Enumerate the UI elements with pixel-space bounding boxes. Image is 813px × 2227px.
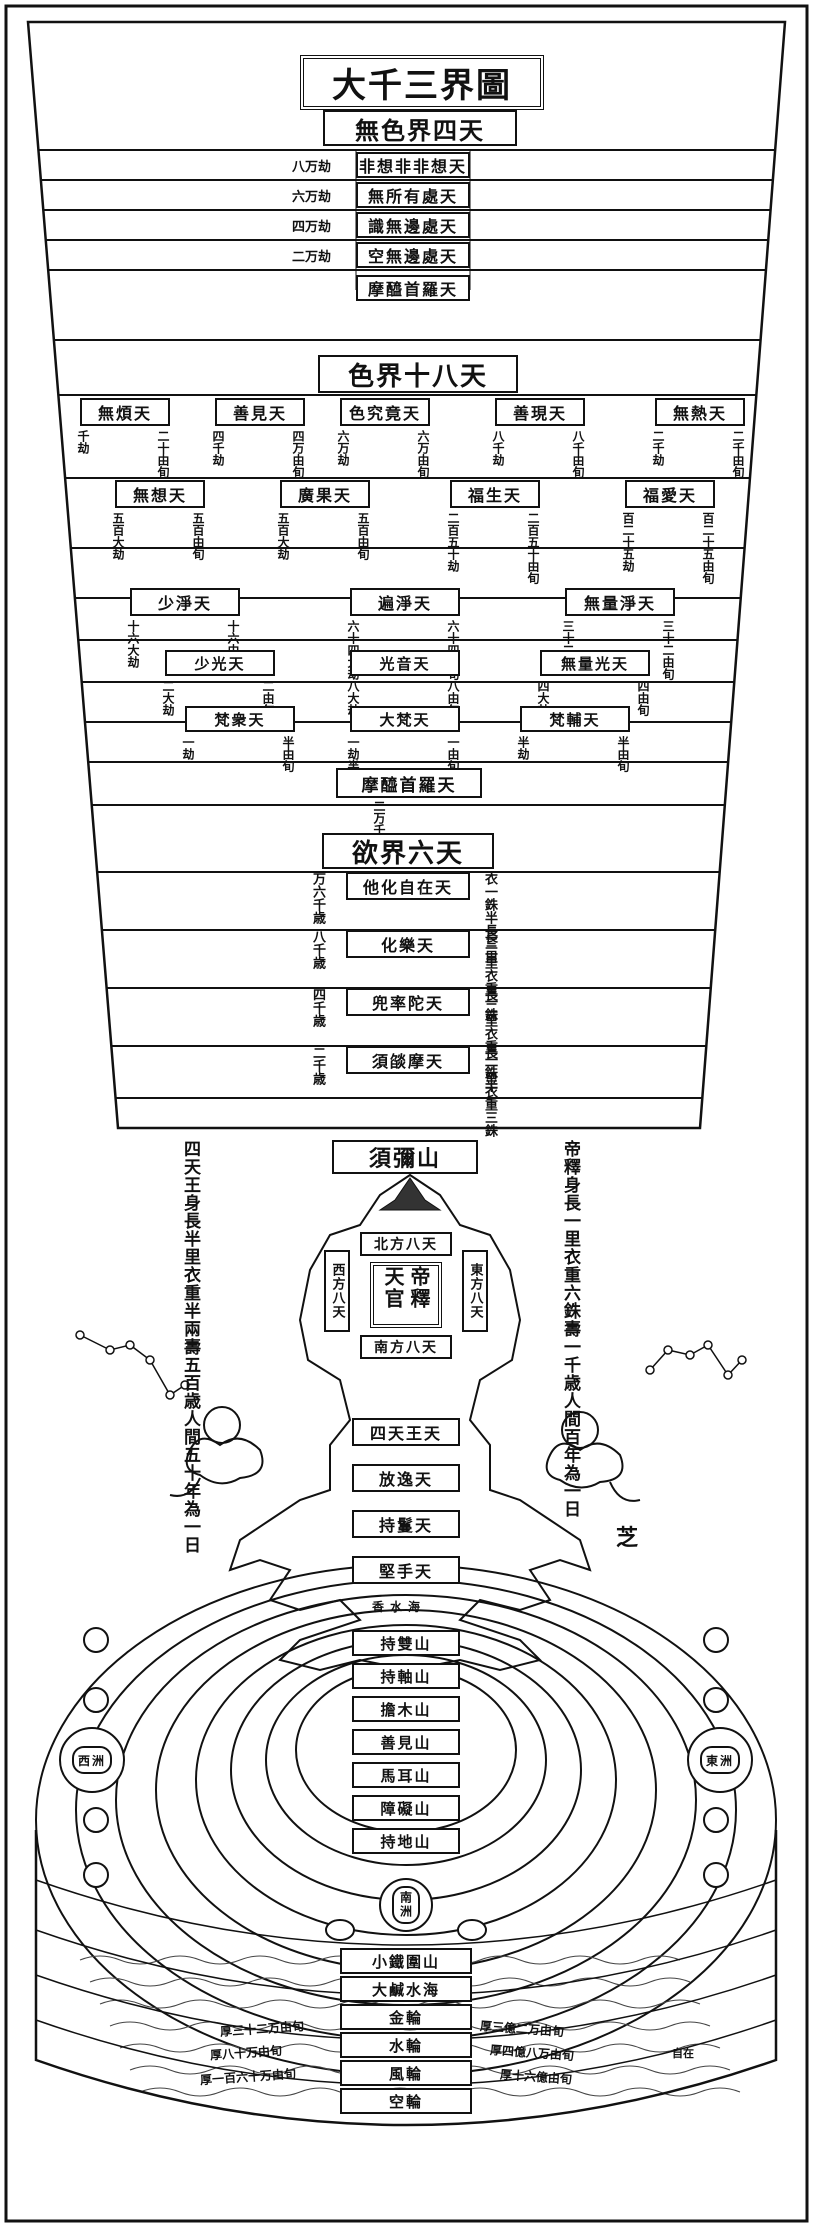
form-heaven-row5: 梵衆天 — [185, 706, 295, 732]
form-note-right-row2: 百二十五由旬 — [701, 512, 714, 572]
small-signature: 自在 — [672, 2045, 694, 2061]
golden-mountain: 持地山 — [352, 1828, 460, 1854]
continent-west: 西洲 — [72, 1746, 112, 1774]
form-heaven-row1: 善現天 — [495, 398, 585, 426]
form-note-right-row5: 半由旬 — [281, 736, 294, 796]
form-note-right-row3: 三十二由旬 — [661, 620, 674, 680]
formless-lifespan: 二万劫 — [292, 246, 331, 265]
golden-mountain: 障礙山 — [352, 1795, 460, 1821]
form-note-left-row3: 十六大劫 — [126, 620, 139, 680]
formless-lifespan: 六万劫 — [292, 186, 331, 205]
desire-heaven: 須燄摩天 — [346, 1046, 470, 1074]
sumeru-right-note: 帝釋身長一里衣重六銖壽一千歳人間百年為一日 — [560, 1140, 580, 1390]
form-heaven-row2: 廣果天 — [280, 480, 370, 508]
desire-heaven: 他化自在天 — [346, 872, 470, 900]
form-note-right-row1: 六万由旬 — [416, 430, 429, 490]
desire-lifespan: 万六千歳 — [310, 872, 324, 932]
mara-heaven-formless: 摩醯首羅天 — [356, 275, 470, 301]
sumeru-heaven: 放逸天 — [352, 1464, 460, 1492]
golden-mountain: 持軸山 — [352, 1663, 460, 1689]
form-heaven-row2: 無想天 — [115, 480, 205, 508]
continent-south: 南洲 — [392, 1886, 420, 1924]
formless-lifespan: 四万劫 — [292, 216, 331, 235]
form-heaven-row2: 福愛天 — [625, 480, 715, 508]
fragrant-sea: 香水海 — [372, 1598, 426, 1615]
desire-lifespan: 八千歳 — [310, 930, 324, 990]
formless-heaven: 非想非非想天 — [356, 152, 470, 178]
form-note-left-row1: 千劫 — [76, 430, 89, 490]
form-note-right-row2: 二百五十由旬 — [526, 512, 539, 572]
form-heaven-row1: 善見天 — [215, 398, 305, 426]
form-heaven-row3: 遍淨天 — [350, 588, 460, 616]
desire-header: 欲界六天 — [322, 833, 494, 869]
trayastrimsha-south: 南方八天 — [360, 1335, 452, 1359]
form-note-right-row4: 四由旬 — [636, 680, 649, 740]
form-header: 色界十八天 — [318, 355, 518, 393]
form-heaven-row5: 梵輔天 — [520, 706, 630, 732]
form-note-right-row2: 五百由旬 — [191, 512, 204, 572]
sumeru-left-note: 四天王身長半里衣重半兩壽五百歳人間五十年為一日 — [180, 1140, 200, 1390]
trayastrimsha-west: 西方八天 — [324, 1250, 350, 1332]
form-note-left-row4: 二大劫 — [161, 680, 174, 740]
formless-lifespan: 八万劫 — [292, 156, 331, 175]
sumeru-heaven: 四天王天 — [352, 1418, 460, 1446]
golden-mountain: 善見山 — [352, 1729, 460, 1755]
form-heaven-row2: 福生天 — [450, 480, 540, 508]
golden-mountain: 馬耳山 — [352, 1762, 460, 1788]
trayastrimsha-north: 北方八天 — [360, 1232, 452, 1256]
formless-header: 無色界四天 — [323, 110, 517, 146]
mara-heaven-form: 摩醯首羅天 — [336, 768, 482, 798]
form-heaven-row1: 無熱天 — [655, 398, 745, 426]
base-layer: 金輪 — [340, 2004, 472, 2030]
form-note-left-row2: 五百大劫 — [111, 512, 124, 572]
formless-heaven: 無所有處天 — [356, 182, 470, 208]
form-note-left-row5: 一劫 — [181, 736, 194, 796]
form-heaven-row4: 光音天 — [350, 650, 460, 676]
sumeru-heaven: 堅手天 — [352, 1556, 460, 1584]
desire-body: 長二里衣重一銖 — [482, 930, 496, 990]
golden-mountain: 持雙山 — [352, 1630, 460, 1656]
desire-body: 長一里衣重三銖 — [482, 1046, 496, 1106]
form-heaven-row4: 無量光天 — [540, 650, 650, 676]
title-box: 大千三界圖 — [300, 55, 544, 110]
desire-body: 衣一銖半長三里 — [482, 872, 496, 932]
form-note-left-row5: 半劫 — [516, 736, 529, 796]
desire-lifespan: 四千歳 — [310, 988, 324, 1048]
form-note-left-row2: 五百大劫 — [276, 512, 289, 572]
form-note-right-row1: 八千由旬 — [571, 430, 584, 490]
base-layer: 風輪 — [340, 2060, 472, 2086]
desire-lifespan: 二千歳 — [310, 1046, 324, 1106]
base-layer: 大鹹水海 — [340, 1976, 472, 2002]
desire-body: 長二里衣重一銖半 — [482, 988, 496, 1048]
form-heaven-row1: 色究竟天 — [340, 398, 430, 426]
sumeru-heaven: 持鬘天 — [352, 1510, 460, 1538]
formless-heaven: 識無邊處天 — [356, 212, 470, 238]
formless-heaven: 空無邊處天 — [356, 242, 470, 268]
trayastrimsha-east: 東方八天 — [462, 1250, 488, 1332]
form-heaven-row3: 少淨天 — [130, 588, 240, 616]
base-layer: 空輪 — [340, 2088, 472, 2114]
form-heaven-row5: 大梵天 — [350, 706, 460, 732]
form-heaven-row4: 少光天 — [165, 650, 275, 676]
golden-mountain: 擔木山 — [352, 1696, 460, 1722]
form-heaven-row3: 無量淨天 — [565, 588, 675, 616]
form-note-left-row2: 百二十五劫 — [621, 512, 634, 572]
base-layer: 水輪 — [340, 2032, 472, 2058]
form-note-left-row1: 四千劫 — [211, 430, 224, 490]
form-heaven-row1: 無煩天 — [80, 398, 170, 426]
base-layer: 小鐵圍山 — [340, 1948, 472, 1974]
sumeru-label: 須彌山 — [332, 1140, 478, 1174]
form-note-right-row5: 半由旬 — [616, 736, 629, 796]
form-note-left-row2: 二百五十劫 — [446, 512, 459, 572]
form-note-right-row1: 二千由旬 — [731, 430, 744, 490]
indra-palace: 帝釋天官 — [370, 1262, 442, 1328]
desire-heaven: 兜率陀天 — [346, 988, 470, 1016]
form-note-right-row2: 五百由旬 — [356, 512, 369, 572]
seal-mark: 芝 — [616, 1520, 638, 1552]
desire-heaven: 化樂天 — [346, 930, 470, 958]
continent-east: 東洲 — [700, 1746, 740, 1774]
